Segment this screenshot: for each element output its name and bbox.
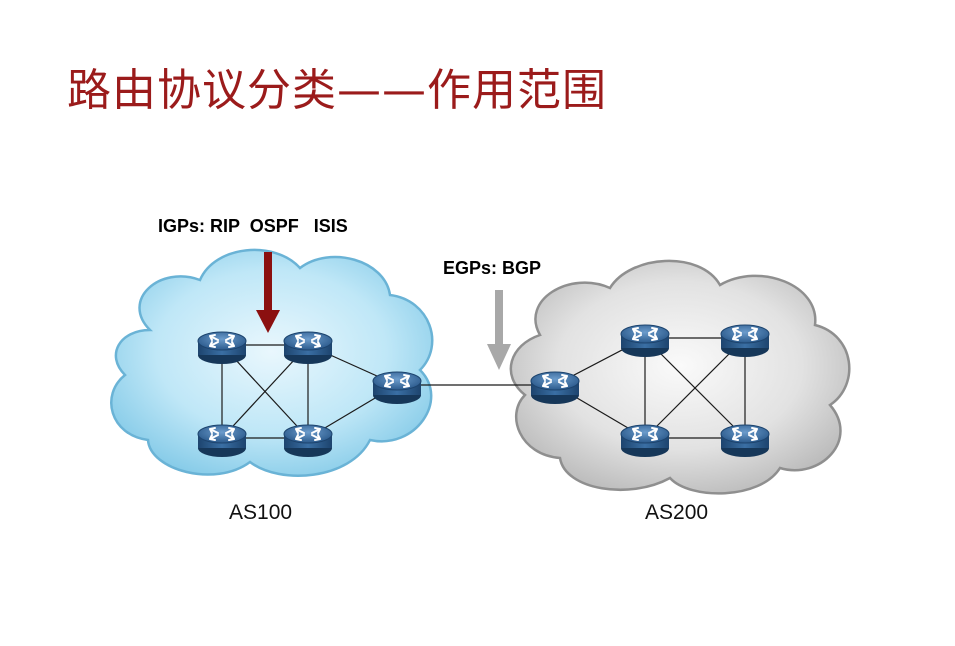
egp-arrow [487, 290, 511, 370]
as100-label: AS100 [229, 501, 293, 524]
igp-label: IGPs: RIP OSPF ISIS [158, 216, 348, 236]
router-icon [197, 424, 247, 458]
as200-label: AS200 [645, 501, 709, 524]
router-icon [530, 371, 580, 405]
router-icon [283, 424, 333, 458]
router-icon [197, 331, 247, 365]
slide-title: 路由协议分类——作用范围 [67, 65, 607, 116]
igp-arrow [256, 252, 280, 333]
router-icon [620, 324, 670, 358]
as100-cloud [110, 248, 434, 477]
router-icon [720, 324, 770, 358]
egp-label: EGPs: BGP [443, 258, 542, 278]
router-icon [620, 424, 670, 458]
router-icon [283, 331, 333, 365]
router-icon [720, 424, 770, 458]
router-icon [372, 371, 422, 405]
